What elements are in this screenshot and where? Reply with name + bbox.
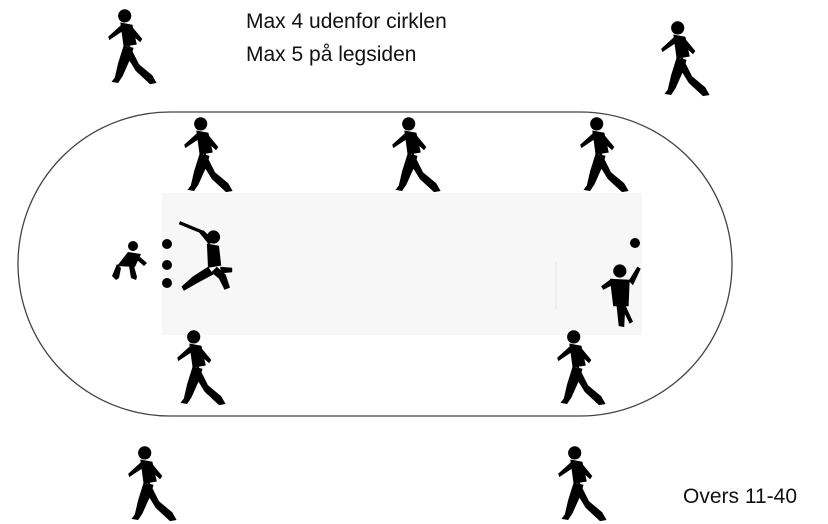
ball-icon bbox=[630, 238, 640, 248]
rule-max-leg-side: Max 5 på legsiden bbox=[246, 43, 417, 66]
overs-label: Overs 11-40 bbox=[683, 485, 797, 508]
rule-max-outside-circle: Max 4 udenfor cirklen bbox=[246, 10, 447, 33]
fielder-icon bbox=[558, 446, 607, 522]
fielder-icon bbox=[128, 446, 177, 522]
pitch-area bbox=[162, 193, 642, 335]
fielder-icon bbox=[108, 9, 157, 85]
stumps bbox=[162, 239, 172, 288]
fielder-icon bbox=[661, 21, 710, 97]
